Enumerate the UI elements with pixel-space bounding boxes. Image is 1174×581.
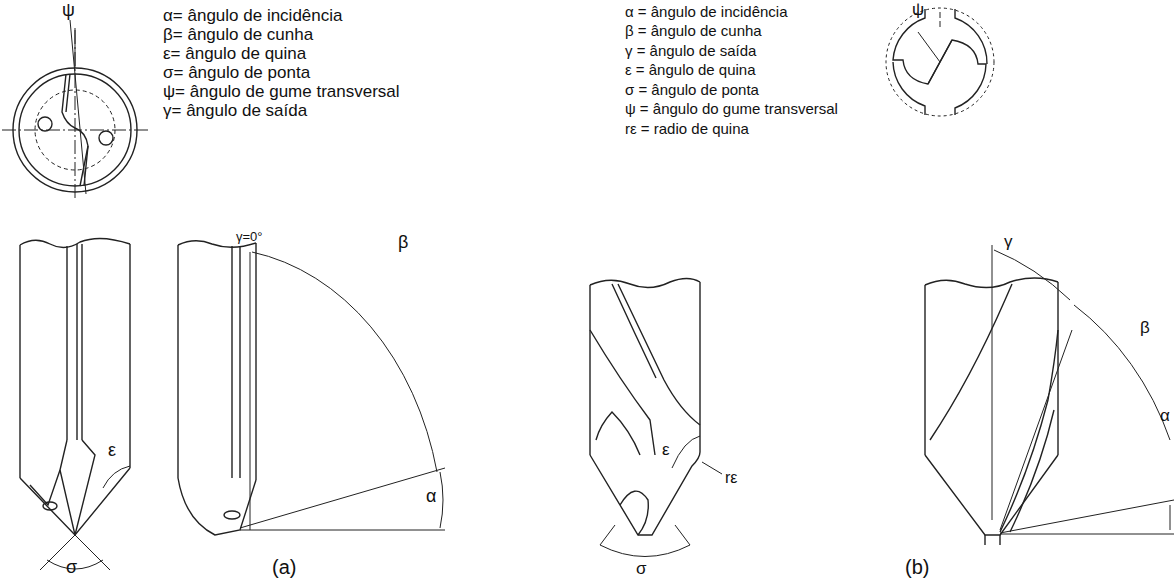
angle-symbol: α	[426, 486, 436, 508]
legend-text: σ = ângulo de ponta	[625, 81, 759, 99]
legend-text: ε = ângulo de quina	[625, 61, 756, 79]
angle-symbol: σ	[636, 559, 647, 579]
legend-text: β = ângulo de cunha	[625, 22, 762, 40]
legend-text: α = ângulo de incidência	[625, 3, 788, 21]
drill-side-view	[925, 245, 1174, 545]
angle-symbol: σ	[66, 557, 77, 579]
angle-symbol: ψ	[912, 0, 924, 20]
legend-text: γ= ângulo de saída	[163, 101, 307, 121]
angle-symbol: α	[1160, 406, 1170, 426]
legend-text: ψ = ângulo do gume transversal	[625, 100, 838, 118]
angle-symbol: rε	[725, 468, 737, 487]
drill-top-view	[2, 20, 148, 200]
drill-top-view	[886, 8, 994, 116]
legend-text: γ = ângulo de saída	[625, 42, 756, 60]
legend-text: σ= ângulo de ponta	[163, 63, 310, 83]
panel-label: (b)	[905, 555, 929, 579]
drill-side-view	[178, 241, 445, 535]
angle-symbol: β	[398, 232, 408, 254]
legend-text: ε= ângulo de quina	[163, 44, 306, 64]
legend-text: ψ= ângulo de gume transversal	[163, 82, 400, 102]
angle-symbol: ψ	[62, 0, 75, 22]
drill-side-view	[590, 279, 722, 557]
panel-label: (a)	[272, 555, 296, 579]
angle-symbol: β	[1140, 318, 1150, 338]
angle-symbol: γ=0°	[236, 229, 263, 245]
legend-text: α= ângulo de incidência	[163, 6, 343, 26]
legend-text: β= ângulo de cunha	[163, 25, 313, 45]
drill-side-view	[20, 238, 130, 570]
angle-symbol: ε	[108, 440, 116, 462]
legend-text: rε = radio de quina	[625, 120, 749, 138]
angle-symbol: ε	[662, 440, 670, 460]
angle-symbol: γ	[1004, 232, 1013, 252]
